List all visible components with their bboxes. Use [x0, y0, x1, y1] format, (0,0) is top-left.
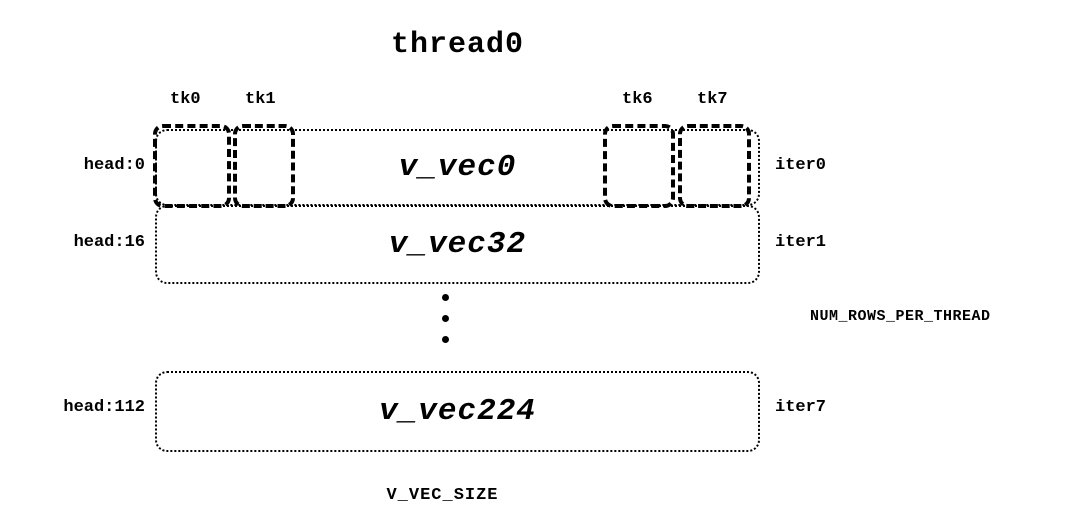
head-label-iter7: head:112 — [63, 398, 145, 417]
tk0-label: tk0 — [170, 90, 201, 109]
iter-label-iter1: iter1 — [775, 233, 827, 252]
vec-row-iter7: v_vec224 — [155, 371, 760, 452]
vec-label-iter7: v_vec224 — [379, 394, 536, 429]
vec-label-iter1: v_vec32 — [388, 227, 527, 262]
vertical-ellipsis — [442, 294, 449, 343]
tk1-box — [233, 124, 295, 208]
head-label-iter0: head:0 — [83, 156, 145, 175]
tk0-box — [153, 124, 231, 208]
ellipsis-dot — [442, 294, 449, 301]
iter-label-iter7: iter7 — [775, 398, 827, 417]
num-rows-per-thread-label: NUM_ROWS_PER_THREAD — [810, 308, 991, 325]
ellipsis-dot — [442, 336, 449, 343]
vec-label-iter0: v_vec0 — [398, 150, 517, 185]
vec-row-iter1: v_vec32 — [155, 205, 760, 284]
iter-label-iter0: iter0 — [775, 156, 827, 175]
v-vec-size-label: V_VEC_SIZE — [386, 486, 499, 505]
head-label-iter1: head:16 — [73, 233, 145, 252]
tk6-box — [603, 124, 675, 208]
tk6-label: tk6 — [622, 90, 653, 109]
ellipsis-dot — [442, 315, 449, 322]
diagram-title: thread0 — [390, 28, 525, 62]
tk1-label: tk1 — [245, 90, 276, 109]
tk7-label: tk7 — [697, 90, 728, 109]
tk7-box — [678, 124, 751, 208]
